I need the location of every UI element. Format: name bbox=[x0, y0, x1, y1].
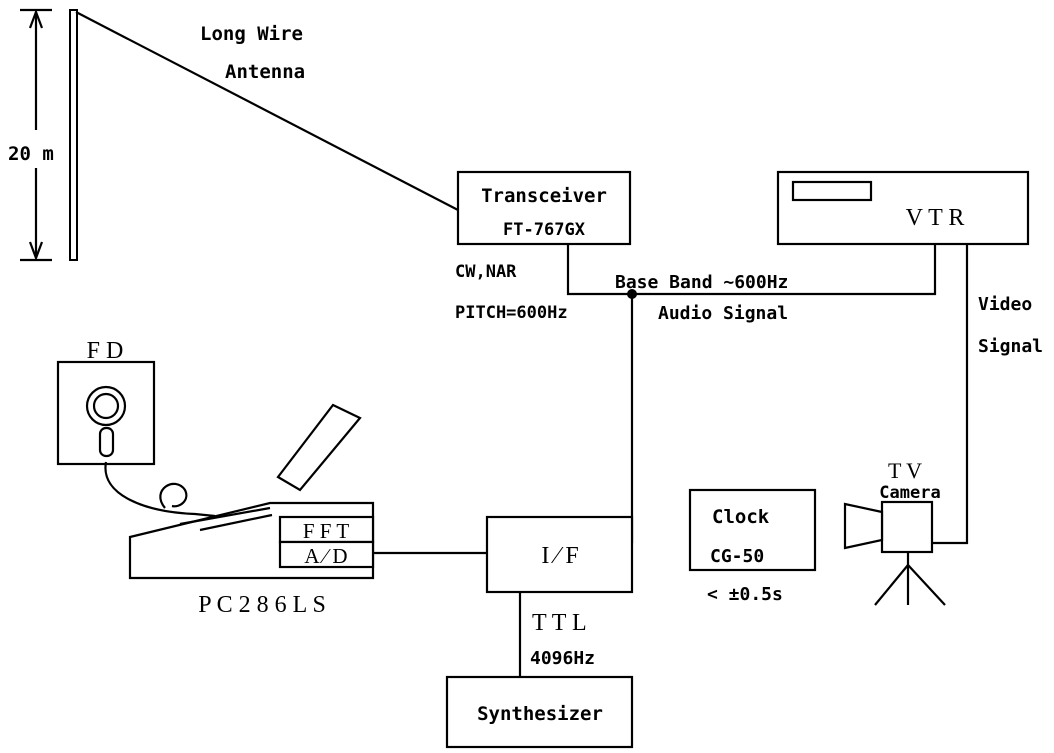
antenna-label-line2: Antenna bbox=[225, 61, 305, 83]
fd-label: F D bbox=[87, 338, 124, 364]
ttl-label: T T L bbox=[532, 610, 587, 636]
antenna-mast bbox=[70, 10, 77, 260]
clock-model: CG-50 bbox=[710, 546, 764, 567]
tv-camera-icon bbox=[845, 502, 945, 605]
video-label-line2: Signal bbox=[978, 336, 1043, 357]
camera-label-line2: Camera bbox=[879, 483, 940, 503]
ttl-freq: 4096Hz bbox=[530, 648, 595, 669]
clock-accuracy: < ±0.5s bbox=[707, 584, 783, 605]
transceiver-name: Transceiver bbox=[481, 185, 607, 207]
synthesizer-label: Synthesizer bbox=[477, 703, 603, 725]
vtr-tape-slot bbox=[793, 182, 871, 200]
vtr-name: V T R bbox=[906, 205, 965, 231]
fft-label: F F T bbox=[303, 519, 349, 543]
ad-label: A ⁄ D bbox=[304, 544, 347, 568]
antenna-height-label: 20 m bbox=[8, 143, 54, 165]
floppy-disk-icon bbox=[58, 362, 154, 464]
transceiver-mode: CW,NAR bbox=[455, 262, 517, 282]
laptop-screen bbox=[278, 405, 360, 490]
transceiver-model: FT-767GX bbox=[503, 220, 586, 240]
video-label-line1: Video bbox=[978, 294, 1032, 315]
pc-name: P C 2 8 6 L S bbox=[198, 592, 326, 618]
camera-label-line1: T V bbox=[888, 458, 922, 483]
clock-name: Clock bbox=[712, 506, 770, 528]
if-label: I ⁄ F bbox=[541, 543, 578, 569]
baseband-label-line2: Audio Signal bbox=[658, 303, 788, 324]
fd-cable bbox=[105, 462, 215, 516]
fd-cable-loop bbox=[160, 484, 186, 508]
antenna-label-line1: Long Wire bbox=[200, 23, 303, 45]
baseband-label-line1: Base Band ∼600Hz bbox=[615, 272, 788, 293]
transceiver-pitch: PITCH=600Hz bbox=[455, 303, 568, 323]
height-dimension bbox=[20, 10, 52, 260]
